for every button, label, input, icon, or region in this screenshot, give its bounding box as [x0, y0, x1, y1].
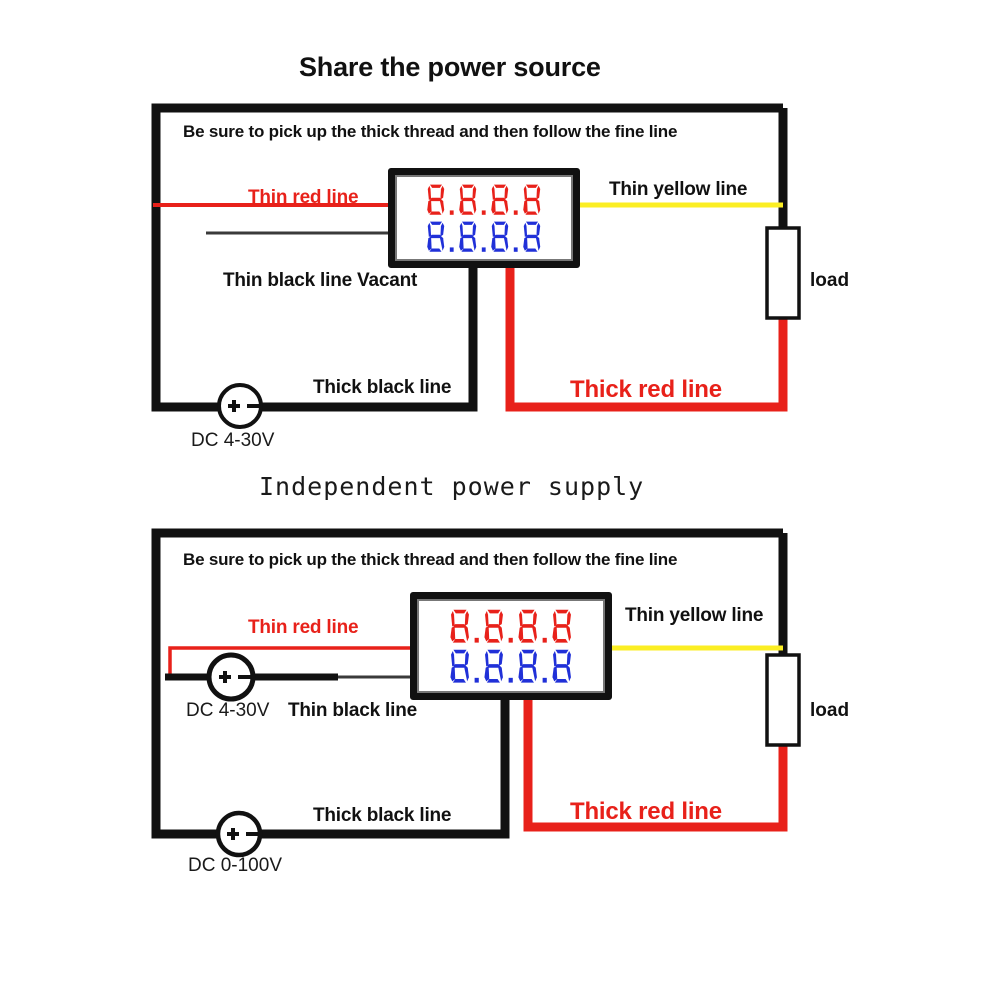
diagram1-thin-red-label: Thin red line: [248, 187, 359, 208]
decimal-point: [474, 677, 479, 683]
decimal-point: [513, 209, 518, 215]
seven-segment-digit: [427, 184, 445, 215]
seven-segment-digit: [459, 184, 477, 215]
diagram2-battery-main-label: DC 0-100V: [188, 855, 282, 876]
decimal-point: [474, 637, 479, 643]
decimal-point: [508, 637, 513, 643]
thin-red-line-wire-2: [168, 646, 412, 677]
seven-segment-digit: [491, 184, 509, 215]
diagram2-title: Independent power supply: [259, 472, 645, 501]
diagram2-note: Be sure to pick up the thick thread and …: [183, 550, 678, 569]
diagram1-meter-module[interactable]: [388, 168, 580, 268]
diagram1-note: Be sure to pick up the thick thread and …: [183, 122, 678, 141]
seven-segment-digit: [427, 221, 445, 252]
seven-segment-digit: [450, 609, 469, 643]
diagram2-thin-yellow-label: Thin yellow line: [625, 605, 764, 626]
decimal-point: [449, 209, 454, 215]
battery-meter-symbol-circle: [206, 652, 256, 702]
seven-segment-digit: [518, 609, 537, 643]
decimal-point: [542, 637, 547, 643]
diagram1-thick-black-label: Thick black line: [313, 377, 452, 398]
seven-segment-digit: [491, 221, 509, 252]
diagram2-meter-module[interactable]: [410, 592, 612, 700]
seven-segment-digit: [552, 609, 571, 643]
diagram2-thick-red-label: Thick red line: [570, 798, 722, 825]
diagram1-thin-black-label: Thin black line Vacant: [223, 270, 418, 291]
diagram1-thin-yellow-label: Thin yellow line: [609, 179, 748, 200]
battery-main-symbol-circle: [215, 810, 263, 858]
decimal-point: [449, 246, 454, 252]
diagram1-meter-bottom-display: [425, 220, 543, 254]
diagram1-meter-screen: [395, 175, 573, 261]
seven-segment-digit: [518, 649, 537, 683]
seven-segment-digit: [459, 221, 477, 252]
decimal-point: [542, 677, 547, 683]
battery-symbol-circle: [217, 383, 263, 429]
decimal-point: [513, 246, 518, 252]
load-box-2: [765, 653, 801, 747]
diagram1-battery-label: DC 4-30V: [191, 430, 275, 451]
diagram2-thin-red-label: Thin red line: [248, 617, 359, 638]
diagram1-thick-red-label: Thick red line: [570, 376, 722, 403]
diagram2-meter-screen: [417, 599, 605, 693]
decimal-point: [481, 209, 486, 215]
diagram2-meter-top-display: [448, 608, 574, 645]
diagram1-load-label: load: [810, 270, 850, 291]
load-box: [765, 226, 801, 320]
diagram2-meter-bottom-display: [448, 648, 574, 685]
seven-segment-digit: [484, 649, 503, 683]
seven-segment-digit: [523, 184, 541, 215]
seven-segment-digit: [523, 221, 541, 252]
seven-segment-digit: [484, 609, 503, 643]
diagram2-load-label: load: [810, 700, 850, 721]
seven-segment-digit: [450, 649, 469, 683]
diagram2-thin-black-label: Thin black line: [288, 700, 417, 721]
diagram2-battery-meter-label: DC 4-30V: [186, 700, 270, 721]
decimal-point: [481, 246, 486, 252]
diagram1-title: Share the power source: [299, 52, 601, 82]
decimal-point: [508, 677, 513, 683]
diagram1-meter-top-display: [425, 183, 543, 217]
diagram2-thick-black-label: Thick black line: [313, 805, 452, 826]
seven-segment-digit: [552, 649, 571, 683]
